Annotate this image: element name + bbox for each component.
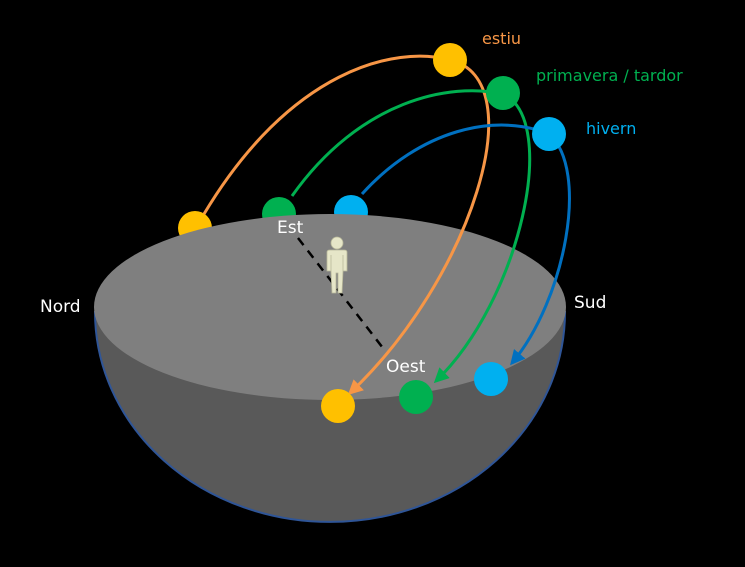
equinox-noon-sun-icon bbox=[486, 76, 520, 110]
equinox-label: primavera / tardor bbox=[536, 66, 683, 85]
winter-noon-sun-icon bbox=[532, 117, 566, 151]
north-label: Nord bbox=[40, 297, 81, 317]
east-label: Est bbox=[277, 218, 304, 238]
south-label: Sud bbox=[574, 293, 607, 313]
summer-noon-sun-icon bbox=[433, 43, 467, 77]
person-icon bbox=[326, 236, 348, 294]
east-west-line bbox=[297, 237, 387, 353]
summer-label: estiu bbox=[482, 29, 522, 48]
west-label: Oest bbox=[386, 357, 426, 377]
summer-sunset-sun-icon bbox=[321, 389, 355, 423]
winter-sunset-sun-icon bbox=[474, 362, 508, 396]
winter-label: hivern bbox=[586, 119, 637, 138]
equinox-sunset-sun-icon bbox=[399, 380, 433, 414]
